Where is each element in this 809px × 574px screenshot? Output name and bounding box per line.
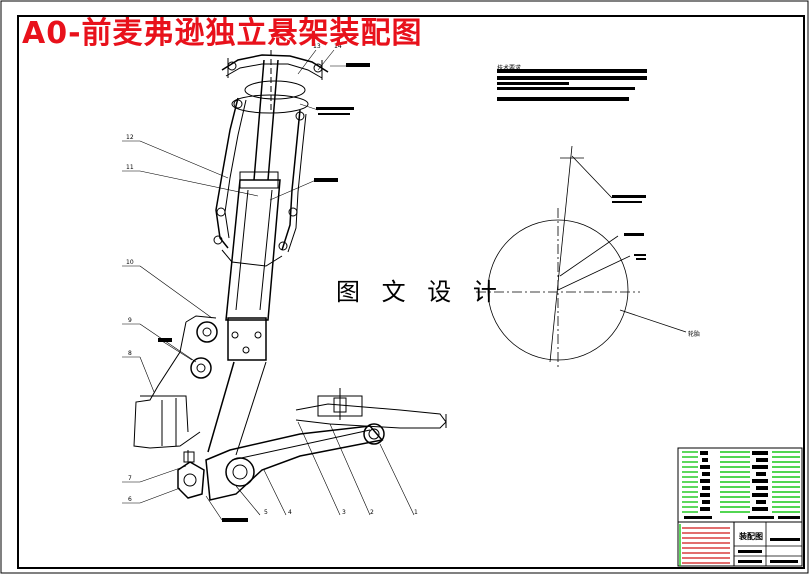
top-mount: [221, 54, 329, 73]
part-label-12: 12: [126, 134, 134, 141]
part-label-2: 2: [370, 509, 374, 516]
page-title: A0-前麦弗逊独立悬架装配图: [22, 16, 423, 51]
inner-frame: [17, 15, 805, 569]
damper-body: [225, 179, 281, 321]
coil-spring: [215, 97, 239, 249]
tech-requirements: 技术要求: [497, 64, 647, 101]
parts-list-table: [677, 447, 803, 523]
steering-knuckle: [133, 315, 218, 449]
annotation-bars: [158, 63, 370, 522]
alignment-annotation-bars: [612, 195, 646, 260]
title-block: [677, 521, 803, 567]
part-label-3: 3: [342, 509, 346, 516]
part-label-7: 7: [128, 475, 132, 482]
part-label-9: 9: [128, 317, 132, 324]
knuckle-bracket: [227, 317, 267, 361]
title-block-name: 装配图: [739, 532, 763, 541]
watermark: 图 文 设 计: [336, 278, 504, 306]
leader-lines: [122, 49, 415, 521]
lower-control-arm: [177, 388, 447, 501]
part-label-6: 6: [128, 496, 132, 503]
part-label-14: 14: [334, 43, 342, 50]
part-label-1: 1: [414, 509, 418, 516]
part-label-4: 4: [288, 509, 292, 516]
part-number-labels: 12 11 10 9 8 7 6 5 4 3 2 1 13 14: [126, 43, 418, 516]
strut-assembly: [207, 50, 329, 456]
part-label-5: 5: [264, 509, 268, 516]
tech-req-heading: 技术要求: [497, 64, 521, 72]
part-label-13: 13: [313, 43, 321, 50]
wheel-alignment-detail: [476, 145, 687, 370]
part-label-8: 8: [128, 350, 132, 357]
wheel-note: 轮胎: [688, 330, 700, 338]
part-label-11: 11: [126, 164, 134, 171]
part-label-10: 10: [126, 259, 134, 266]
